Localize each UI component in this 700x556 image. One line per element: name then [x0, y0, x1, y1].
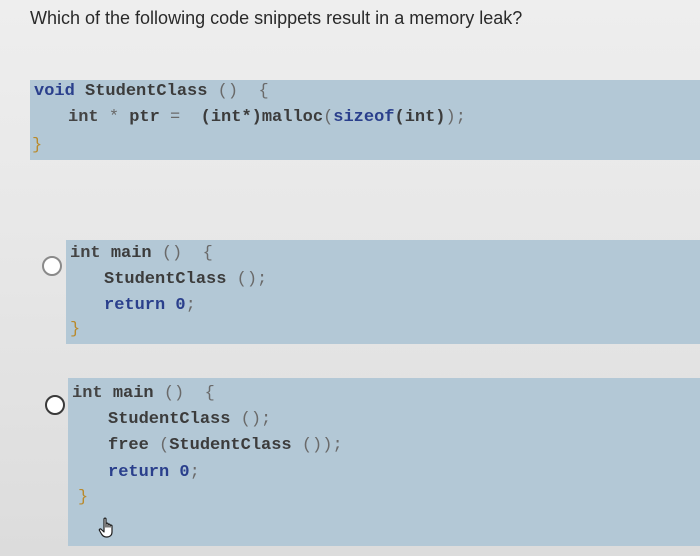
- code-keyword: sizeof: [333, 108, 395, 127]
- code-brace: {: [202, 244, 213, 263]
- code-number: 0: [179, 463, 190, 482]
- code-line: int * ptr = (int*)malloc(sizeof(int));: [68, 108, 466, 127]
- code-punct: ;: [189, 463, 200, 482]
- code-keyword: void: [34, 82, 75, 101]
- code-function-call: StudentClass: [108, 410, 231, 429]
- code-function-name: main: [112, 384, 154, 403]
- code-punct: (): [217, 82, 239, 101]
- code-punct: (: [159, 436, 170, 455]
- code-closing-brace: }: [78, 488, 89, 507]
- code-line: int main () {: [70, 244, 213, 263]
- code-argument: (int): [394, 108, 446, 127]
- option-a-radio[interactable]: [42, 256, 62, 276]
- code-line: StudentClass ();: [104, 270, 267, 289]
- option-b-code-block[interactable]: int main () { StudentClass (); free (Stu…: [68, 378, 700, 546]
- option-b-radio[interactable]: [45, 395, 65, 415]
- code-line: void StudentClass () {: [34, 82, 269, 101]
- code-closing-brace: }: [70, 320, 81, 339]
- option-a-code-block[interactable]: int main () { StudentClass (); return 0;…: [66, 240, 700, 344]
- code-function-name: main: [110, 244, 152, 263]
- code-punct: (): [161, 244, 183, 263]
- code-line: int main () {: [72, 384, 215, 403]
- code-function-call: StudentClass: [104, 270, 227, 289]
- code-snippet-block: void StudentClass () { int * ptr = (int*…: [30, 80, 700, 160]
- code-line: return 0;: [104, 296, 196, 315]
- code-punct: =: [170, 108, 181, 127]
- code-function-call: malloc: [261, 108, 324, 127]
- code-punct: ;: [185, 296, 196, 315]
- code-keyword: return: [108, 463, 170, 482]
- code-number: 0: [175, 296, 186, 315]
- code-function-call: StudentClass: [169, 436, 292, 455]
- code-punct: ();: [240, 410, 272, 429]
- code-brace: {: [204, 384, 215, 403]
- code-line: free (StudentClass ());: [108, 436, 343, 455]
- code-punct: *: [108, 108, 120, 127]
- code-punct: );: [445, 108, 466, 127]
- code-line: StudentClass ();: [108, 410, 271, 429]
- code-function-call: free: [108, 436, 149, 455]
- code-line: return 0;: [108, 463, 200, 482]
- hand-pointer-icon: [98, 517, 118, 539]
- question-text: Which of the following code snippets res…: [30, 8, 523, 28]
- code-type: int: [72, 384, 103, 403]
- code-cast: (int*): [200, 108, 262, 127]
- code-function-name: StudentClass: [85, 82, 208, 101]
- code-type: int: [68, 108, 99, 127]
- code-closing-brace: }: [32, 136, 43, 155]
- code-type: int: [70, 244, 101, 263]
- code-punct: ();: [236, 270, 268, 289]
- code-punct: (: [323, 108, 334, 127]
- code-keyword: return: [104, 296, 166, 315]
- code-brace: {: [258, 82, 269, 101]
- code-variable: ptr: [129, 108, 160, 127]
- code-punct: ());: [301, 436, 343, 455]
- code-punct: (): [163, 384, 185, 403]
